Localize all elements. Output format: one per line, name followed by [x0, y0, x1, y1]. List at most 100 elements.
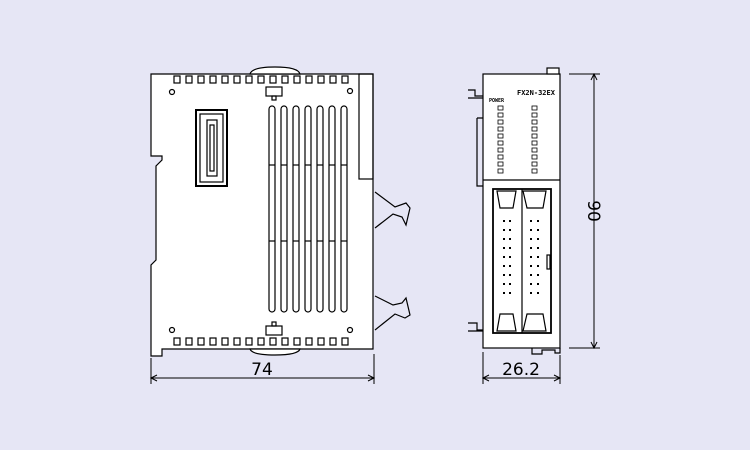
bottom-latch [249, 348, 301, 356]
vent-notch [293, 337, 301, 346]
front-side-connector [476, 117, 483, 187]
connector-pin [537, 265, 539, 267]
connector-pin [503, 265, 505, 267]
led-indicator [531, 105, 538, 111]
vent-slot [280, 105, 288, 313]
connector-pin [530, 265, 532, 267]
connector-pin [509, 283, 511, 285]
vent-slots [268, 105, 348, 313]
connector-pin [509, 265, 511, 267]
vent-notch [173, 75, 181, 84]
connector-pin [530, 256, 532, 258]
connector-pin [503, 220, 505, 222]
led-indicator [531, 140, 538, 146]
connector-pin [530, 247, 532, 249]
vent-notch [209, 337, 217, 346]
front-top-tab [546, 67, 560, 75]
connector-pin [530, 220, 532, 222]
side-body [150, 73, 374, 357]
led-indicator [497, 154, 504, 160]
vent-notch [305, 337, 313, 346]
connector-pin [509, 220, 511, 222]
vent-notch [269, 75, 277, 84]
led-indicators [497, 105, 538, 174]
bottom-tab [265, 321, 283, 336]
vent-slot [316, 105, 324, 313]
width-dimension-front: 26.2 [481, 352, 562, 384]
expansion-connector [195, 109, 228, 187]
vent-notch [245, 75, 253, 84]
connector-pin [537, 256, 539, 258]
top-latch [249, 66, 301, 75]
led-indicator [497, 119, 504, 125]
vent-notch [245, 337, 253, 346]
led-indicator [497, 168, 504, 174]
connector-pin [503, 229, 505, 231]
led-indicator [531, 133, 538, 139]
power-label: POWER [489, 98, 505, 104]
vent-notch [317, 337, 325, 346]
vent-notch [173, 337, 181, 346]
dimension-90-label: 90 [583, 200, 603, 222]
led-indicator [531, 154, 538, 160]
top-vent-notches [173, 75, 349, 84]
front-view: FX2N-32EX POWER 90 26.2 [468, 67, 603, 384]
connector-pin [503, 283, 505, 285]
vent-notch [341, 75, 349, 84]
screw-icons [168, 87, 354, 334]
vent-notch [185, 75, 193, 84]
connector-pin [509, 229, 511, 231]
vent-notch [185, 337, 193, 346]
connector-pin [503, 274, 505, 276]
vent-notch [257, 75, 265, 84]
height-dimension: 90 [569, 72, 603, 350]
vent-slot [340, 105, 348, 313]
vent-slot [292, 105, 300, 313]
connector-pin [509, 238, 511, 240]
connector-pin [537, 229, 539, 231]
vent-notch [281, 337, 289, 346]
vent-notch [209, 75, 217, 84]
connector-pin [537, 220, 539, 222]
connector-pin [509, 247, 511, 249]
vent-notch [341, 337, 349, 346]
led-indicator [497, 112, 504, 118]
model-label: FX2N-32EX [517, 89, 556, 97]
front-hook-upper [468, 89, 483, 99]
width-dimension-side: 74 [149, 354, 376, 384]
top-tab [265, 86, 283, 101]
connector-pin [537, 274, 539, 276]
connector-pin [530, 292, 532, 294]
front-hook-lower [468, 322, 483, 332]
bottom-vent-notches [173, 337, 349, 346]
connector-pin [503, 256, 505, 258]
connector-pin [537, 238, 539, 240]
din-clip-upper [374, 191, 411, 229]
connector-pin [509, 256, 511, 258]
led-indicator [531, 119, 538, 125]
connector-pin [503, 292, 505, 294]
vent-slot [304, 105, 312, 313]
led-indicator [531, 147, 538, 153]
led-indicator [531, 112, 538, 118]
vent-slot [268, 105, 276, 313]
led-indicator [497, 126, 504, 132]
side-rail-strip [358, 73, 374, 180]
vent-notch [293, 75, 301, 84]
connector-pin [530, 238, 532, 240]
connector-pin [537, 292, 539, 294]
led-indicator [531, 161, 538, 167]
io-connectors [492, 188, 552, 334]
led-indicator [497, 105, 504, 111]
dimension-26-2-label: 26.2 [502, 360, 540, 380]
connector-pin [503, 247, 505, 249]
connector-pin [537, 283, 539, 285]
connector-pin [509, 274, 511, 276]
connector-pin [530, 283, 532, 285]
vent-notch [257, 337, 265, 346]
din-clip-lower [374, 295, 411, 331]
vent-notch [329, 337, 337, 346]
dimension-74-label: 74 [251, 360, 273, 380]
